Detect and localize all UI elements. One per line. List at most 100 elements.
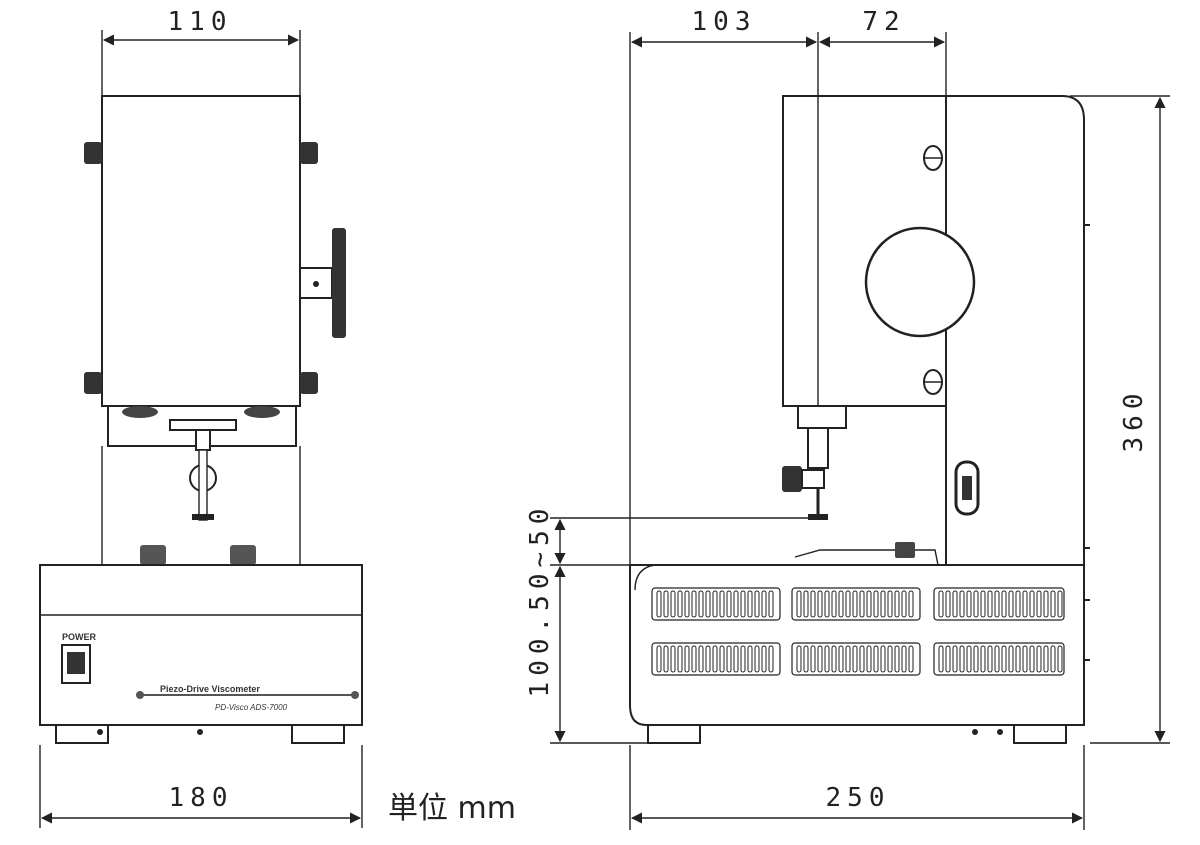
vent-slot: [966, 590, 972, 618]
vent-slot: [838, 590, 844, 618]
vent-slot: [768, 590, 774, 618]
vent-slot: [952, 590, 958, 618]
vent-slot: [845, 590, 851, 618]
vent-slot: [894, 645, 900, 673]
vent-slot: [698, 590, 704, 618]
vent-slot: [938, 590, 944, 618]
vent-slot: [1015, 590, 1021, 618]
vent-slot: [824, 645, 830, 673]
vent-slot: [901, 645, 907, 673]
dim-label-110: 110: [168, 7, 233, 37]
vent-slot: [994, 645, 1000, 673]
front-head-box: [101, 95, 301, 407]
knob-icon: [300, 142, 318, 164]
knob-icon: [782, 466, 802, 492]
vent-slot: [880, 590, 886, 618]
vent-slot: [1001, 645, 1007, 673]
front-base-box: [39, 564, 363, 726]
dim-label-180: 180: [169, 783, 234, 813]
vent-slot: [740, 590, 746, 618]
vent-slot: [973, 590, 979, 618]
vent-slot: [1008, 645, 1014, 673]
vent-slot: [894, 590, 900, 618]
vent-slot: [831, 645, 837, 673]
vent-slot: [747, 645, 753, 673]
vent-slot: [719, 590, 725, 618]
vent-slot: [712, 645, 718, 673]
vent-slot: [1043, 645, 1049, 673]
vent-slot: [908, 645, 914, 673]
foot: [647, 724, 701, 744]
vent-slot: [887, 590, 893, 618]
vent-slot: [733, 645, 739, 673]
vent-slot: [684, 645, 690, 673]
front-view: POWER Piezo-Drive Viscometer PD-Visco AD…: [39, 30, 363, 828]
vent-slot: [754, 645, 760, 673]
vent-slot: [817, 645, 823, 673]
vent-slot: [1043, 590, 1049, 618]
handwheel-icon: [332, 228, 346, 338]
vent-slot: [938, 645, 944, 673]
vent-slot: [1036, 645, 1042, 673]
vent-grille: [651, 587, 1065, 676]
knob-icon: [140, 545, 166, 565]
vent-slot: [1029, 590, 1035, 618]
dim-label-72: 72: [862, 7, 905, 37]
vent-slot: [670, 590, 676, 618]
vent-slot: [691, 645, 697, 673]
vent-slot: [761, 645, 767, 673]
side-view: [550, 32, 1170, 830]
vent-slot: [866, 590, 872, 618]
power-label: POWER: [62, 632, 97, 642]
vent-slot: [796, 590, 802, 618]
vent-slot: [945, 590, 951, 618]
vent-slot: [1022, 590, 1028, 618]
knob-icon: [300, 372, 318, 394]
vent-slot: [973, 645, 979, 673]
vent-slot: [684, 590, 690, 618]
vent-slot: [887, 645, 893, 673]
vent-slot: [656, 590, 662, 618]
vent-slot: [740, 645, 746, 673]
foot: [291, 724, 345, 744]
vent-slot: [824, 590, 830, 618]
vent-slot: [768, 645, 774, 673]
vent-slot: [859, 590, 865, 618]
vent-slot: [1050, 645, 1056, 673]
vent-slot: [712, 590, 718, 618]
vent-slot: [873, 645, 879, 673]
vent-slot: [656, 645, 662, 673]
vent-slot: [719, 645, 725, 673]
vent-slot: [663, 645, 669, 673]
vent-slot: [1001, 590, 1007, 618]
vent-slot: [803, 645, 809, 673]
vent-slot: [810, 645, 816, 673]
side-base-box: [629, 564, 1085, 726]
vent-slot: [691, 590, 697, 618]
brand-text: Piezo-Drive Viscometer: [160, 684, 260, 694]
knob-icon: [84, 142, 102, 164]
vent-slot: [959, 590, 965, 618]
vent-slot: [698, 645, 704, 673]
vent-slot: [663, 590, 669, 618]
vent-slot: [838, 645, 844, 673]
dim-label-360: 360: [1119, 388, 1149, 453]
knob-icon: [230, 545, 256, 565]
vent-slot: [803, 590, 809, 618]
vent-slot: [810, 590, 816, 618]
dim-label-base-height: 100.50~50: [525, 503, 555, 698]
unit-label: 単位 mm: [388, 791, 516, 826]
vent-slot: [1008, 590, 1014, 618]
vent-slot: [945, 645, 951, 673]
vent-slot: [677, 590, 683, 618]
vent-slot: [1029, 645, 1035, 673]
vent-slot: [987, 590, 993, 618]
vent-slot: [754, 590, 760, 618]
vent-slot: [1022, 645, 1028, 673]
vent-slot: [831, 590, 837, 618]
vent-slot: [880, 645, 886, 673]
vent-slot: [959, 645, 965, 673]
vent-slot: [908, 590, 914, 618]
vent-slot: [726, 645, 732, 673]
